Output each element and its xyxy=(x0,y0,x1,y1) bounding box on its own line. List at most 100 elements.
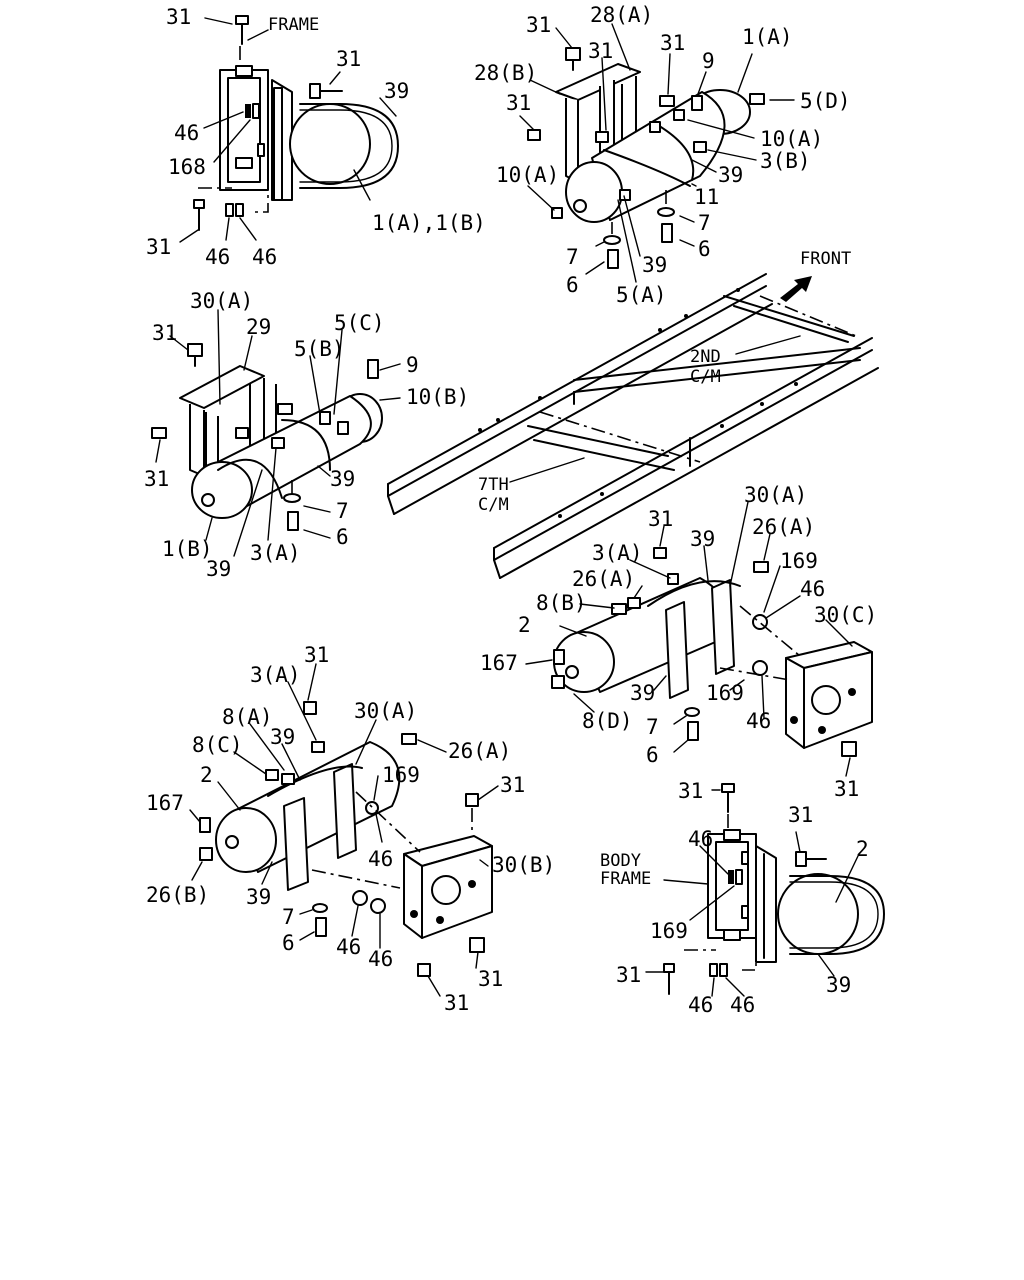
callout-label: 3(A) xyxy=(250,541,301,565)
callout-label: 39 xyxy=(270,725,295,749)
callout-label: 1(A),1(B) xyxy=(372,211,486,235)
callout-label: 10(A) xyxy=(760,127,823,151)
callout-label: 31 xyxy=(336,47,361,71)
callout-label: 5(A) xyxy=(616,283,667,307)
callout-label: 31 xyxy=(144,467,169,491)
callout-label: 3(B) xyxy=(760,149,811,173)
callout-label: 31 xyxy=(660,31,685,55)
callout-label: 30(A) xyxy=(354,699,417,723)
callout-label: 6 xyxy=(698,237,711,261)
front-direction: FRONT xyxy=(780,249,851,302)
callout-label: 46 xyxy=(252,245,277,269)
callout-label: 7 xyxy=(336,499,349,523)
callout-label: 9 xyxy=(702,49,715,73)
callout-label: 31 xyxy=(788,803,813,827)
callout-label: 39 xyxy=(642,253,667,277)
callout-label: 39 xyxy=(330,467,355,491)
callout-label: 7 xyxy=(698,211,711,235)
callout-label: 3(A) xyxy=(250,663,301,687)
callout-label: 167 xyxy=(146,791,184,815)
callout-label: 6 xyxy=(566,273,579,297)
callout-label: FRAME xyxy=(600,869,651,889)
callout-label: 29 xyxy=(246,315,271,339)
callout-label: 9 xyxy=(406,353,419,377)
callout-label: 46 xyxy=(730,993,755,1017)
callout-label: 26(B) xyxy=(146,883,209,907)
view-bottom-left-tank-2: 31 3(A) 8(A) 30(A) 39 26(A) 8(C) 169 2 3… xyxy=(146,643,555,1015)
callout-label: 30(C) xyxy=(814,603,877,627)
callout-label: 31 xyxy=(834,777,859,801)
callout-label: 1(B) xyxy=(162,537,213,561)
callout-label: 6 xyxy=(282,931,295,955)
callout-label: BODY xyxy=(600,851,641,871)
callout-label: 31 xyxy=(166,5,191,29)
front-arrow-icon xyxy=(780,276,812,302)
crossmember-label: C/M xyxy=(690,367,721,387)
callout-label: 2 xyxy=(200,763,213,787)
crossmember-label: 7TH xyxy=(478,475,509,495)
callout-label: 167 xyxy=(480,651,518,675)
callout-label: 39 xyxy=(718,163,743,187)
callout-label: 30(A) xyxy=(190,289,253,313)
view-bottom-right-side: 31 31 46 2 BODY FRAME 169 31 46 46 39 xyxy=(600,779,885,1017)
callout-label: 31 xyxy=(526,13,551,37)
callout-label: 46 xyxy=(336,935,361,959)
callout-label: 39 xyxy=(826,973,851,997)
crossmember-label: 2ND xyxy=(690,347,721,367)
callout-label: 31 xyxy=(506,91,531,115)
callout-label: 7 xyxy=(646,715,659,739)
callout-label: 46 xyxy=(174,121,199,145)
callout-label: 168 xyxy=(168,155,206,179)
callout-label: 10(A) xyxy=(496,163,559,187)
callout-label: 5(B) xyxy=(294,337,345,361)
view-middle-right-tank-2: 30(A) 31 39 26(A) 3(A) 169 26(A) 8(B) 46… xyxy=(480,483,877,801)
callout-label: 39 xyxy=(246,885,271,909)
callout-label: 46 xyxy=(746,709,771,733)
callout-label: 6 xyxy=(646,743,659,767)
callout-label: 31 xyxy=(500,773,525,797)
callout-label: 30(B) xyxy=(492,853,555,877)
callout-label: 46 xyxy=(688,827,713,851)
callout-label: 31 xyxy=(152,321,177,345)
callout-label: 5(D) xyxy=(800,89,851,113)
callout-label: 46 xyxy=(688,993,713,1017)
callout-label: 8(B) xyxy=(536,591,587,615)
callout-label: 10(B) xyxy=(406,385,469,409)
callout-label: 3(A) xyxy=(592,541,643,565)
front-label: FRONT xyxy=(800,249,851,269)
callout-label: 28(B) xyxy=(474,61,537,85)
callout-label: 6 xyxy=(336,525,349,549)
callout-label: 169 xyxy=(780,549,818,573)
callout-label: FRAME xyxy=(268,15,319,35)
callout-label: 39 xyxy=(384,79,409,103)
callout-label: 11 xyxy=(694,185,719,209)
callout-label: 46 xyxy=(205,245,230,269)
callout-label: 169 xyxy=(382,763,420,787)
callout-label: 31 xyxy=(478,967,503,991)
callout-label: 26(A) xyxy=(752,515,815,539)
callout-label: 31 xyxy=(616,963,641,987)
callout-label: 31 xyxy=(304,643,329,667)
callout-label: 30(A) xyxy=(744,483,807,507)
callout-label: 46 xyxy=(800,577,825,601)
callout-label: 7 xyxy=(282,905,295,929)
callout-label: 31 xyxy=(588,39,613,63)
callout-label: 2 xyxy=(518,613,531,637)
callout-label: 28(A) xyxy=(590,3,653,27)
callout-label: 169 xyxy=(706,681,744,705)
callout-label: 26(A) xyxy=(448,739,511,763)
callout-label: 31 xyxy=(444,991,469,1015)
callout-label: 31 xyxy=(678,779,703,803)
callout-label: 39 xyxy=(206,557,231,581)
callout-label: 31 xyxy=(648,507,673,531)
callout-label: 2 xyxy=(856,837,869,861)
callout-label: 31 xyxy=(146,235,171,259)
view-top-left-side: 31 FRAME 31 39 46 168 1(A),1(B) 31 46 46 xyxy=(146,5,486,269)
callout-label: 8(D) xyxy=(582,709,633,733)
callout-label: 7 xyxy=(566,245,579,269)
callout-label: 8(C) xyxy=(192,733,243,757)
view-middle-left-tank-1b: 30(A) 31 29 5(C) 5(B) 9 10(B) 31 39 7 6 … xyxy=(144,289,469,581)
crossmember-label: C/M xyxy=(478,495,509,515)
callout-label: 5(C) xyxy=(334,311,385,335)
